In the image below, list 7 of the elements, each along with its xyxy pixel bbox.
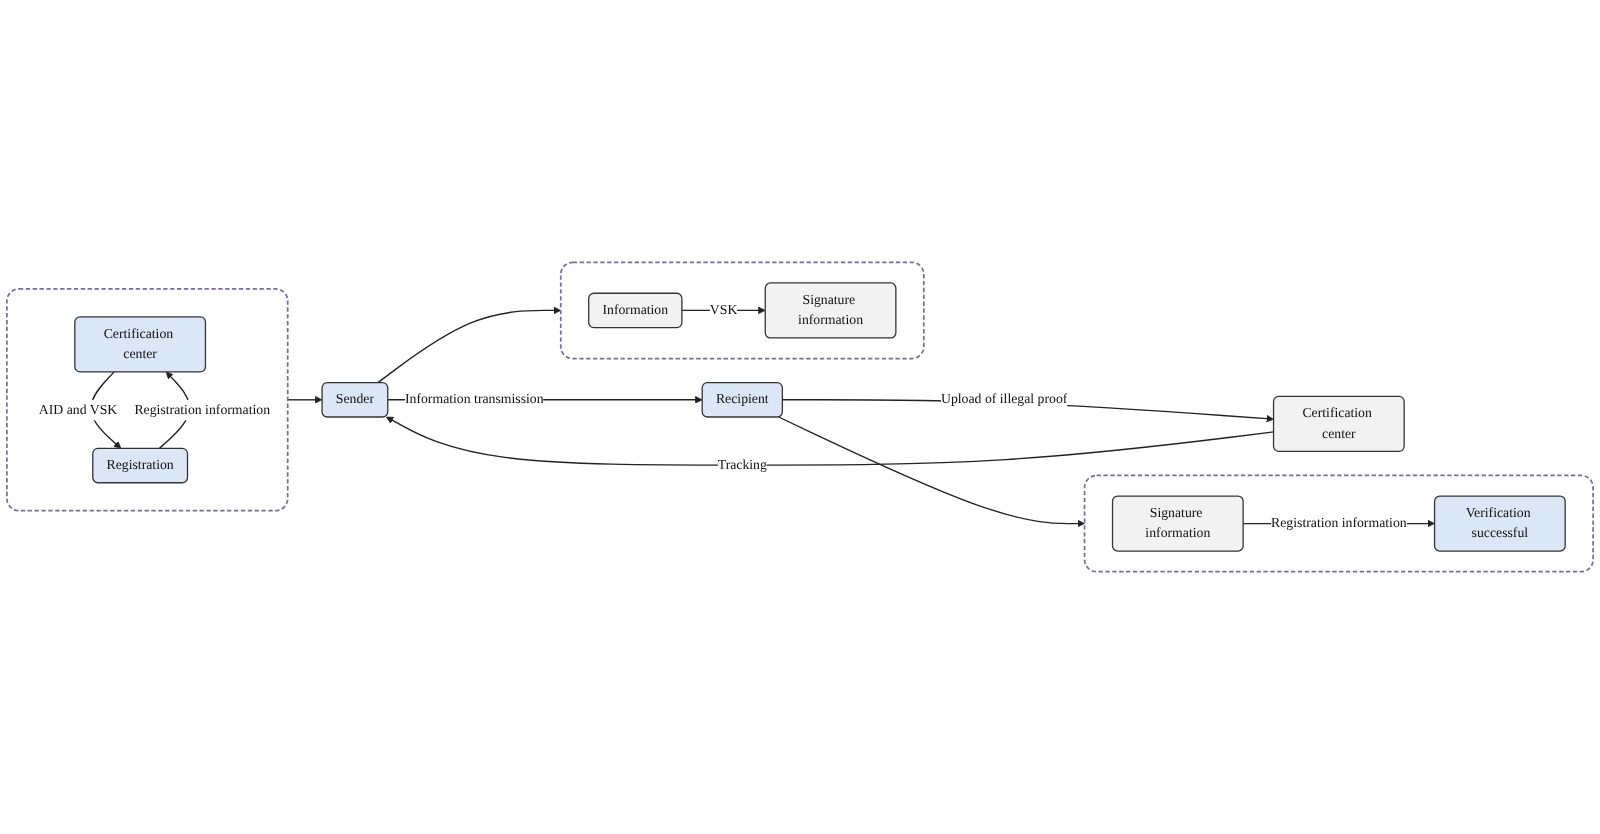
arrow (377, 306, 562, 384)
cluster (559, 261, 925, 360)
arrow (386, 416, 1275, 466)
arrow (287, 396, 323, 404)
cluster (6, 288, 289, 512)
cluster (1083, 474, 1594, 573)
arrow (777, 416, 1085, 528)
